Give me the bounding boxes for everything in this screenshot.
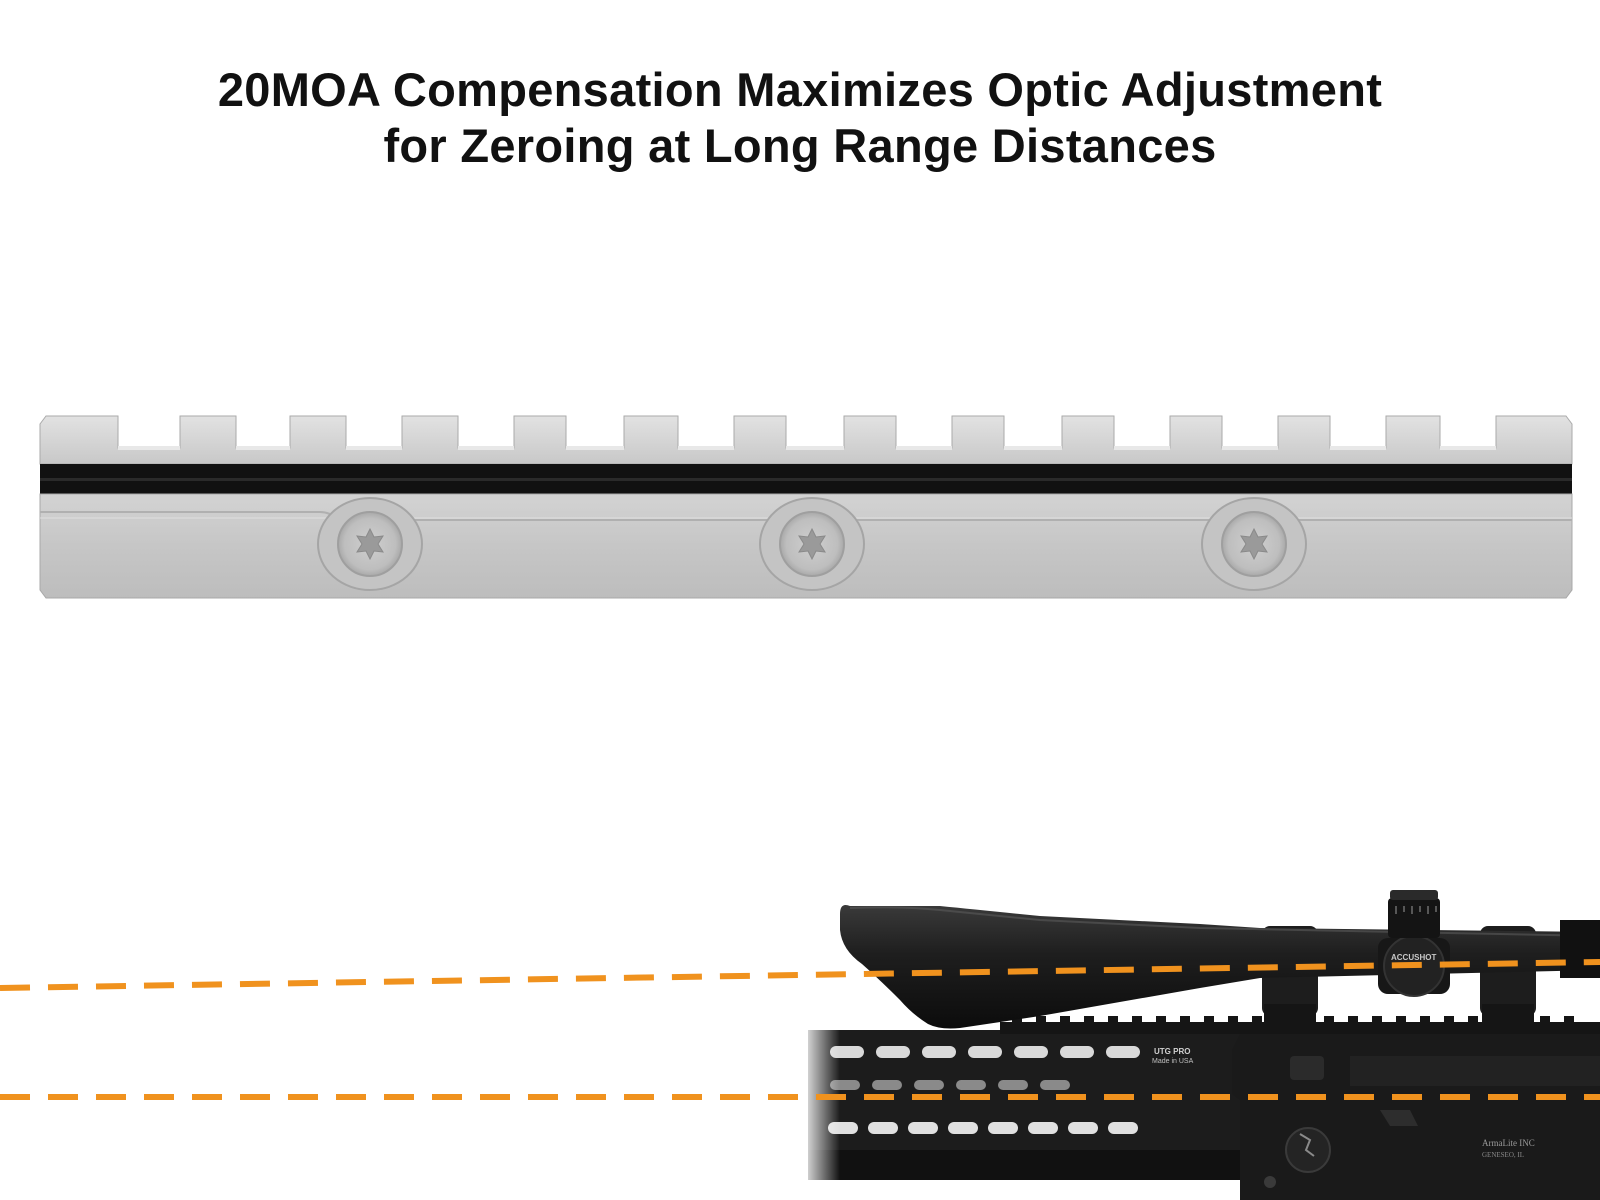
scope-turret: ACCUSHOT: [1378, 890, 1450, 997]
rail-top-strip: [39, 415, 1573, 465]
rifle-with-scope: UTG PRO Made in USA: [800, 890, 1600, 1200]
rail-screw-middle: [759, 497, 865, 591]
picatinny-rail: [39, 415, 1573, 599]
headline: 20MOA Compensation Maximizes Optic Adjus…: [0, 62, 1600, 174]
rifle-handguard: UTG PRO Made in USA: [808, 1030, 1248, 1180]
rail-screw-right: [1201, 497, 1307, 591]
rail-screw-left: [317, 497, 423, 591]
rail-brand-label: UTG PRO: [1154, 1047, 1190, 1056]
receiver-location-label: GENESEO, IL: [1482, 1151, 1524, 1159]
receiver-maker-label: ArmaLite INC: [1482, 1138, 1535, 1148]
sight-lines: [0, 959, 1600, 1100]
rail-slot-faces: [118, 446, 1496, 450]
headline-line-1: 20MOA Compensation Maximizes Optic Adjus…: [217, 63, 1383, 116]
headline-line-2: for Zeroing at Long Range Distances: [383, 119, 1217, 172]
rail-origin-label: Made in USA: [1152, 1058, 1194, 1065]
scope-turret-brand-label: ACCUSHOT: [1391, 953, 1436, 962]
sight-line-scope: [0, 959, 1600, 991]
rifle-top-rail: [1000, 1016, 1600, 1034]
